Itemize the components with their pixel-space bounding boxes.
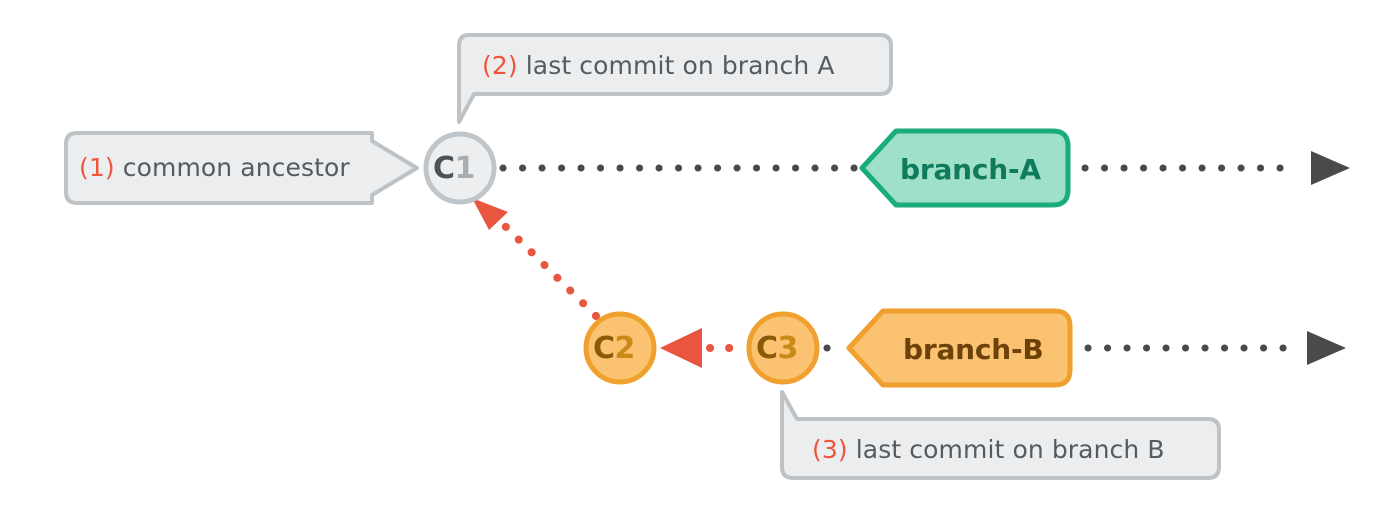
edge-c2-to-c1 [472,198,600,320]
edge-c3-to-c2 [660,328,752,368]
timeline-a [499,151,1350,185]
edge-c3-to-c2-arrowhead [660,328,702,368]
callout-last-commit-branch-a-bubble [457,33,893,124]
edge-c2-to-c1-arrowhead [472,198,508,230]
callout-last-commit-branch-a[interactable] [457,33,893,124]
callout-last-commit-branch-b[interactable] [780,390,1221,480]
commit-node-c2[interactable] [583,311,657,385]
branch-tag-a[interactable] [859,128,1071,208]
timeline-a-arrowhead [1311,151,1350,185]
commit-node-c1-circle [423,131,497,205]
commit-node-c3-circle [746,311,820,385]
callout-common-ancestor-bubble [64,131,419,205]
commit-node-c3[interactable] [746,311,820,385]
timeline-b [823,331,1346,365]
branch-tag-a-shape [859,128,1071,208]
callout-common-ancestor[interactable] [64,131,419,205]
callout-last-commit-branch-b-bubble [780,390,1221,480]
branch-tag-b[interactable] [846,308,1073,388]
commit-node-c2-circle [583,311,657,385]
branch-tag-b-shape [846,308,1073,388]
commit-node-c1[interactable] [423,131,497,205]
edge-c2-to-c1-dots [501,222,600,320]
timeline-b-arrowhead [1307,331,1346,365]
